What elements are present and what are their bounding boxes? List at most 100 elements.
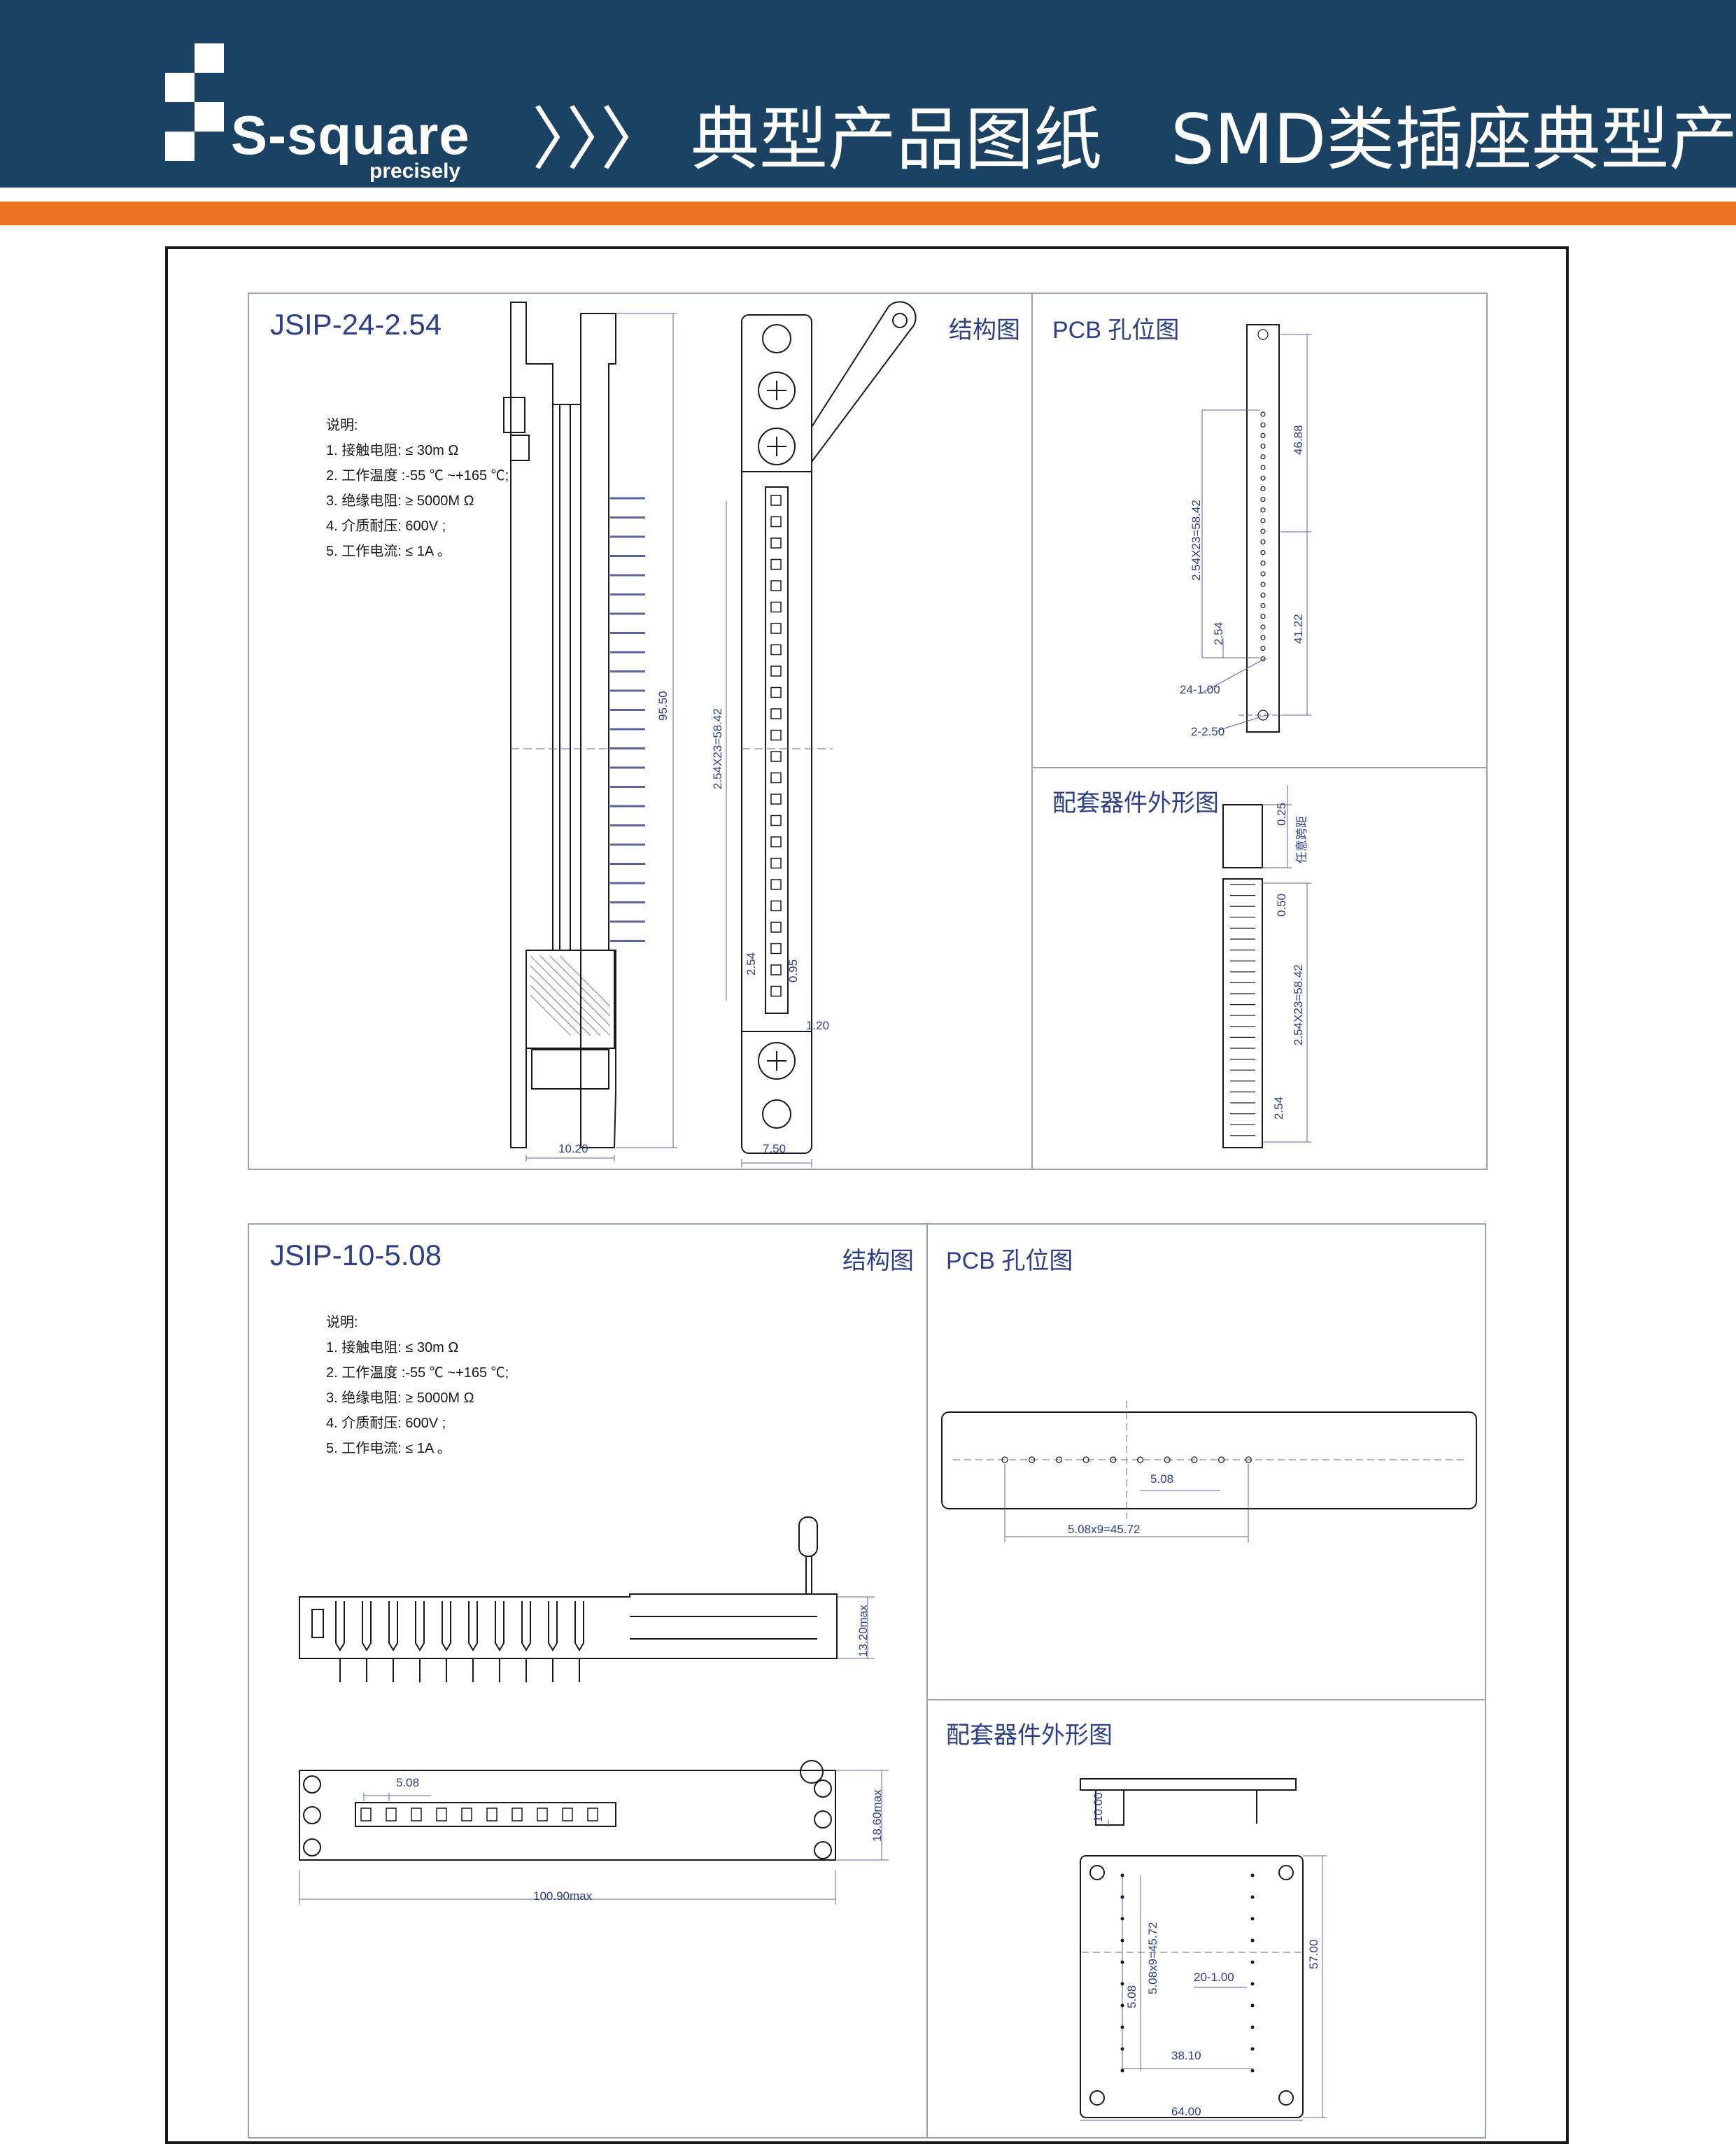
mating-pin [1120, 2025, 1124, 2029]
contact-cell [386, 1808, 397, 1822]
contact-cell [411, 1808, 422, 1822]
mating-pin [1250, 1873, 1255, 1877]
drawing1-dim-pin: 1.20 [806, 1019, 830, 1032]
page-title: 〉〉〉 典型产品图纸 SMD类插座典型产品 [532, 100, 1736, 180]
pcb-hole [1260, 443, 1266, 449]
spec-item: 3. 绝缘电阻: ≥ 5000M Ω [326, 1390, 474, 1406]
pcb-hole [1260, 454, 1266, 460]
contact-slot [770, 943, 782, 954]
drawing2-mate-holes: 20-1.00 [1194, 1971, 1234, 1984]
spring-contact [362, 1601, 372, 1651]
pcb-hole [1260, 571, 1266, 577]
spec-item: 1. 接触电阻: ≤ 30m Ω [326, 1340, 459, 1355]
spec-heading: 说明: [326, 418, 358, 433]
spec-item: 2. 工作温度 :-55 ℃ ~+165 ℃; [326, 1365, 509, 1381]
pcb-hole [1260, 432, 1266, 439]
pcb-hole [1029, 1456, 1036, 1463]
pcb-hole [1260, 465, 1266, 470]
contact-slot [770, 644, 782, 656]
drawing2-mate-depth: 57.00 [1307, 1939, 1320, 1969]
accent-stripe [0, 202, 1736, 225]
pcb-hole [1260, 624, 1266, 630]
spring-contact [468, 1601, 478, 1651]
pcb-hole [1164, 1456, 1171, 1463]
drawing2-mate-pitch: 5.08 [1125, 1985, 1138, 2008]
mating-pin [1250, 2047, 1255, 2051]
mating-pin [1120, 1873, 1124, 1877]
pcb-hole [1260, 486, 1266, 492]
drawing2-pcb-label: PCB 孔位图 [946, 1248, 1073, 1274]
pcb-hole [1136, 1456, 1144, 1463]
spec-item: 5. 工作电流: ≤ 1A 。 [326, 544, 451, 559]
mating-pin [1120, 1938, 1124, 1943]
drawing2-model-title: JSIP-10-5.08 [270, 1239, 442, 1271]
drawing2-structure-label: 结构图 [842, 1248, 914, 1274]
drawing2-mating-panel [926, 1699, 1486, 2139]
contact-slot [770, 537, 782, 549]
pcb-hole [1260, 549, 1266, 556]
contact-slot [770, 558, 782, 570]
contact-slot [770, 580, 782, 591]
contact-slot [770, 922, 782, 933]
spec-item: 2. 工作温度 :-55 ℃ ~+165 ℃; [326, 468, 509, 484]
mating-pin [1250, 1960, 1255, 1964]
contact-slot [770, 601, 782, 613]
spring-contact [548, 1601, 558, 1651]
logo-name: S-square [231, 104, 470, 166]
logo-tagline: precisely [369, 160, 461, 183]
contact-cell [436, 1808, 447, 1822]
drawing1-structure-label: 结构图 [949, 317, 1020, 344]
pcb-hole [1260, 539, 1266, 545]
mating-pin [1120, 1960, 1124, 1964]
contact-slot [770, 686, 782, 698]
contact-slot [770, 985, 782, 997]
spring-contact [574, 1601, 584, 1651]
spec-item: 5. 工作电流: ≤ 1A 。 [326, 1441, 451, 1456]
pcb-hole [1055, 1456, 1063, 1463]
mating-pin [1250, 2069, 1255, 2073]
spring-contact [521, 1601, 531, 1651]
contact-slot [770, 708, 782, 719]
contact-cell [537, 1808, 548, 1822]
pcb-hole [1260, 422, 1266, 428]
drawing1-mating-panel [1031, 767, 1488, 1170]
mating-pin [1120, 1917, 1124, 1921]
contact-cell [486, 1808, 497, 1822]
drawing1-mating-label: 配套器件外形图 [1052, 790, 1219, 817]
drawing1-pcb-label: PCB 孔位图 [1052, 317, 1180, 344]
contact-slot [770, 772, 782, 784]
pcb-hole [1260, 518, 1266, 523]
pcb-hole [1218, 1456, 1225, 1463]
pcb-hole [1260, 507, 1266, 513]
pcb-hole [1260, 635, 1266, 640]
pcb-hole [1110, 1456, 1117, 1463]
drawing2-pcb-total: 5.08x9=45.72 [1068, 1523, 1141, 1536]
contact-slot [770, 815, 782, 826]
mating-pin [1250, 2003, 1255, 2008]
mating-pin [1250, 2025, 1255, 2029]
drawing2-mate-width: 64.00 [1171, 2105, 1201, 2118]
drawing1-model-title: JSIP-24-2.54 [270, 308, 442, 341]
contact-slot [770, 836, 782, 847]
spring-contact [442, 1601, 451, 1651]
mating-pin [1120, 2003, 1124, 2008]
pcb-hole [1001, 1456, 1008, 1463]
spring-contact [495, 1601, 504, 1651]
spec-item: 3. 绝缘电阻: ≥ 5000M Ω [326, 493, 474, 509]
pcb-hole [1082, 1456, 1089, 1463]
drawing1-dim-width-front: 7.50 [763, 1142, 786, 1155]
contact-slot [770, 964, 782, 975]
spring-contact [388, 1601, 398, 1651]
pcb-hole [1191, 1456, 1198, 1463]
pcb-hole [1260, 528, 1266, 534]
mating-pin [1120, 2069, 1124, 2073]
drawing1-pcb-mount: 2-2.50 [1191, 725, 1225, 738]
drawing2-pcb-pitch: 5.08 [1150, 1472, 1174, 1486]
drawing2-dim-length: 100.90max [533, 1889, 593, 1903]
header-banner [0, 0, 1736, 188]
contact-slot [770, 857, 782, 869]
